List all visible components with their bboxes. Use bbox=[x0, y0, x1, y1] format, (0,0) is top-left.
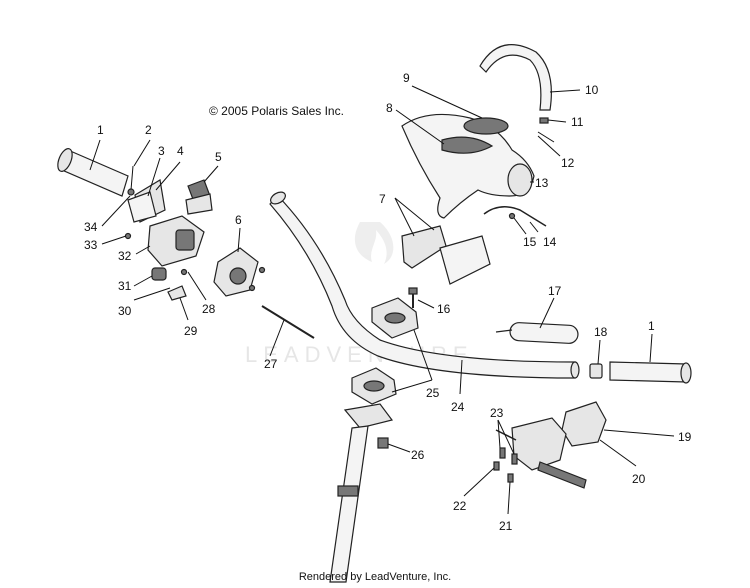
footer-credit: Rendered by LeadVenture, Inc. bbox=[298, 571, 452, 583]
part-25-upper-clamp bbox=[371, 297, 419, 339]
callout-21: 21 bbox=[499, 519, 513, 533]
part-25-lower-clamp bbox=[351, 367, 397, 405]
part-9-pad bbox=[463, 117, 509, 135]
callout-3: 3 bbox=[158, 144, 165, 158]
part-26-nut bbox=[377, 437, 389, 449]
callout-6: 6 bbox=[235, 213, 242, 227]
part-14-15-wire bbox=[483, 206, 547, 227]
part-27-cable bbox=[261, 305, 315, 339]
part-10-strap bbox=[479, 44, 552, 111]
callout-33: 33 bbox=[84, 238, 98, 252]
callout-7: 7 bbox=[379, 192, 386, 206]
callout-17: 17 bbox=[548, 284, 562, 298]
callout-29: 29 bbox=[184, 324, 198, 338]
callout-12: 12 bbox=[561, 156, 575, 170]
part-18-spacer bbox=[589, 363, 603, 379]
part-19-switch-housing bbox=[561, 401, 607, 447]
part-16-bolt bbox=[408, 287, 418, 308]
callout-27: 27 bbox=[264, 357, 278, 371]
part-7-switch-covers bbox=[401, 225, 491, 285]
callout-10: 10 bbox=[585, 83, 599, 97]
callout-8: 8 bbox=[386, 101, 393, 115]
callout-15: 15 bbox=[523, 235, 537, 249]
callout-31: 31 bbox=[118, 279, 132, 293]
callout-11: 11 bbox=[571, 115, 584, 129]
callout-9: 9 bbox=[403, 71, 410, 85]
callout-28: 28 bbox=[202, 302, 216, 316]
part-1-right-grip bbox=[609, 361, 692, 384]
callout-25: 25 bbox=[426, 386, 440, 400]
callout-4: 4 bbox=[177, 144, 184, 158]
part-31-knob bbox=[151, 267, 167, 281]
callout-numbers: 1 2 3 4 5 6 7 8 9 10 11 12 13 14 15 16 1… bbox=[84, 71, 692, 533]
part-20-brake-lever bbox=[495, 417, 587, 489]
callout-23: 23 bbox=[490, 406, 504, 420]
part-29-30-small-parts bbox=[124, 232, 266, 301]
callout-18: 18 bbox=[594, 325, 608, 339]
callout-34: 34 bbox=[84, 220, 98, 234]
part-5-clip bbox=[185, 179, 213, 215]
part-13-handlebar-cover bbox=[401, 113, 535, 219]
part-24-handlebar bbox=[269, 191, 580, 379]
callout-13: 13 bbox=[535, 176, 549, 190]
callout-5: 5 bbox=[215, 150, 222, 164]
part-1-left-grip bbox=[57, 148, 129, 197]
part-21-22-23-screws bbox=[493, 447, 518, 483]
callout-1-right-grip: 1 bbox=[648, 319, 655, 333]
callout-16: 16 bbox=[437, 302, 451, 316]
part-steering-post bbox=[329, 403, 394, 583]
callout-20: 20 bbox=[632, 472, 646, 486]
callout-19: 19 bbox=[678, 430, 692, 444]
callout-30: 30 bbox=[118, 304, 132, 318]
leader-lines bbox=[89, 85, 675, 515]
callout-32: 32 bbox=[118, 249, 132, 263]
callout-14: 14 bbox=[543, 235, 557, 249]
callout-22: 22 bbox=[453, 499, 467, 513]
callout-2: 2 bbox=[145, 123, 152, 137]
part-32-switch-housing bbox=[147, 215, 205, 267]
callout-24: 24 bbox=[451, 400, 465, 414]
part-2-screw bbox=[127, 165, 135, 196]
part-3-4-bracket bbox=[127, 179, 166, 223]
copyright-notice: © 2005 Polaris Sales Inc. bbox=[209, 104, 344, 118]
part-17-grip-warmer bbox=[495, 322, 579, 344]
callout-26: 26 bbox=[411, 448, 425, 462]
callout-1-left-grip: 1 bbox=[97, 123, 104, 137]
